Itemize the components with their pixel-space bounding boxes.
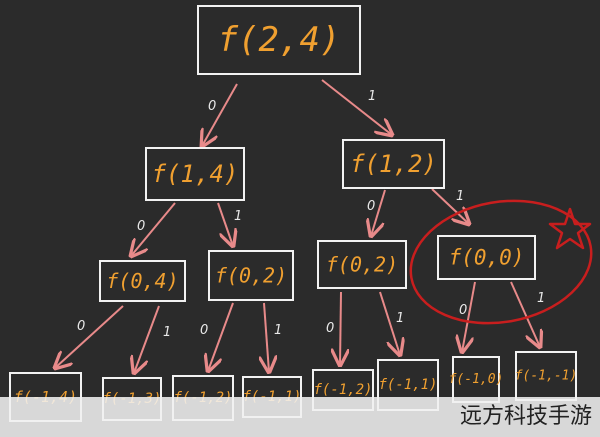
edge-label: 1 (396, 311, 404, 326)
node-label: f(0,2) (215, 264, 287, 288)
edge-label: 1 (163, 325, 171, 340)
nodes-layer: f(2,4) f(1,4) f(1,2) f(0,4) f(0,2) f(0,2) f(0,… (9, 5, 578, 422)
highlight-star-icon (548, 207, 592, 250)
node-box (145, 147, 245, 201)
edge-n1-n3 (131, 202, 176, 256)
watermark: 远方科技手游 (459, 404, 592, 429)
edge-label: 0 (137, 219, 145, 234)
edge-n3-n7 (55, 305, 124, 368)
tree-node-n1: f(1,4) (145, 147, 245, 201)
edge-label: 1 (456, 189, 464, 204)
tree-node-n5: f(0,2) (317, 240, 407, 289)
tree-node-n2: f(1,2) (342, 139, 445, 189)
highlight-ellipse (409, 199, 593, 325)
edge-n5-n11 (340, 291, 341, 365)
edge-label: 1 (368, 89, 376, 104)
node-label: f(1,4) (152, 160, 239, 188)
node-label: f(2,4) (218, 20, 341, 60)
edge-n0-n2 (321, 79, 392, 135)
edge-label: 1 (234, 209, 242, 224)
edge-label: 0 (459, 303, 467, 318)
edges-layer: 0 1 0 1 0 1 0 1 0 1 0 1 0 1 (55, 79, 545, 373)
edge-label: 0 (200, 323, 208, 338)
edge-label: 0 (367, 199, 375, 214)
edge-label: 0 (208, 99, 216, 114)
node-label: f(-1,0) (449, 372, 504, 387)
tree-node-n6: f(0,0) (437, 235, 536, 280)
edge-n0-n1 (202, 83, 238, 146)
edge-label: 1 (274, 323, 282, 338)
node-box (208, 250, 294, 301)
highlight-layer (409, 199, 593, 325)
edge-n1-n4 (217, 202, 233, 246)
node-label: f(0,2) (326, 253, 398, 277)
edge-label: 0 (77, 319, 85, 334)
node-label: f(1,2) (350, 150, 437, 178)
edge-n4-n10 (264, 302, 269, 372)
node-box (197, 5, 361, 75)
tree-node-n13: f(-1,0) (449, 356, 504, 403)
edge-n3-n8 (134, 305, 160, 373)
tree-node-n4: f(0,2) (208, 250, 294, 301)
edge-n2-n6 (431, 188, 469, 224)
node-label: f(0,0) (449, 246, 525, 270)
node-box (342, 139, 445, 189)
tree-node-n0: f(2,4) (197, 5, 361, 75)
edge-n6-n14 (510, 281, 540, 347)
node-label: f(-1,2) (313, 382, 372, 398)
tree-node-n3: f(0,4) (99, 260, 186, 302)
node-label: f(-1,-1) (515, 369, 578, 384)
edge-label: 1 (537, 291, 545, 306)
edge-n6-n13 (462, 281, 476, 352)
tree-node-n14: f(-1,-1) (515, 351, 578, 401)
footer-band (0, 397, 600, 437)
node-box (317, 240, 407, 289)
edge-label: 0 (326, 321, 334, 336)
edge-n5-n12 (379, 291, 400, 355)
node-box (99, 260, 186, 302)
edge-n2-n5 (371, 189, 386, 236)
node-label: f(0,4) (106, 269, 178, 293)
node-box (437, 235, 536, 280)
node-label: f(-1,1) (378, 377, 437, 393)
edge-n4-n9 (208, 302, 234, 371)
